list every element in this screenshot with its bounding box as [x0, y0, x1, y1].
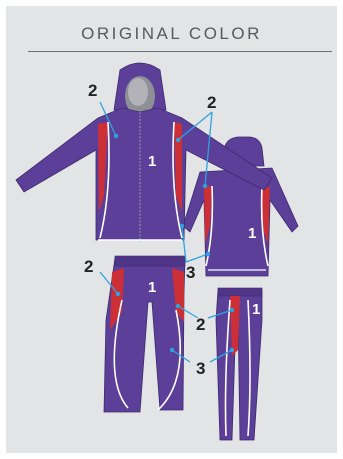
- callout-1-pants-back: 1: [252, 301, 260, 318]
- callout-3-pants: 3: [196, 359, 205, 378]
- callout-1-jacket-back: 1: [248, 225, 256, 242]
- callout-2-jacket-right: 2: [207, 93, 216, 112]
- pants-front: [104, 256, 185, 412]
- callout-1-jacket-front: 1: [148, 153, 156, 170]
- callout-2-jacket-left: 2: [88, 81, 97, 100]
- callout-2-pants-right: 2: [196, 315, 205, 334]
- callout-2-pants-left: 2: [84, 257, 93, 276]
- callout-3-jacket: 3: [186, 263, 195, 282]
- callout-1-pants-front: 1: [148, 279, 156, 296]
